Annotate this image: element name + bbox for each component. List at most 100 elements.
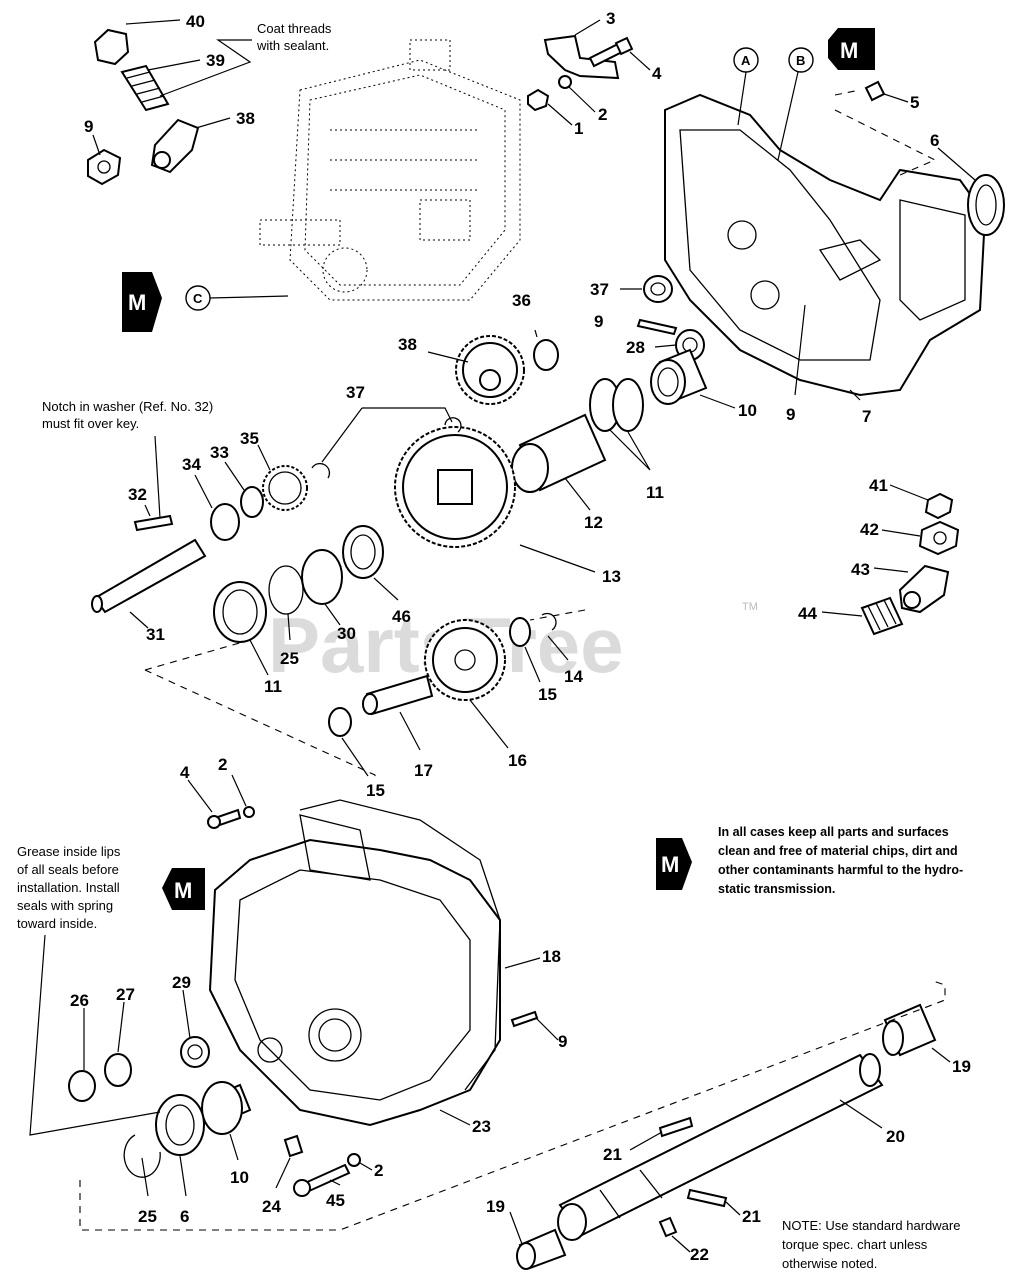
svg-text:Coat threads: Coat threads (257, 21, 332, 36)
svg-text:13: 13 (602, 567, 621, 586)
callout-circle-c: C (185, 285, 289, 311)
svg-text:2: 2 (374, 1161, 383, 1180)
svg-text:seals with spring: seals with spring (17, 898, 113, 913)
ring-11-b (612, 378, 644, 432)
svg-text:6: 6 (930, 131, 939, 150)
svg-text:20: 20 (886, 1127, 905, 1146)
svg-text:23: 23 (472, 1117, 491, 1136)
note-keep-clean: In all cases keep all parts and surfaces… (718, 825, 963, 896)
svg-text:31: 31 (146, 625, 165, 644)
callout-circle-b: B (777, 47, 814, 161)
key-21-a (658, 1116, 694, 1138)
svg-text:18: 18 (542, 947, 561, 966)
fitting-43 (898, 564, 950, 614)
svg-text:otherwise noted.: otherwise noted. (782, 1256, 877, 1271)
seal-6-lower (155, 1094, 205, 1156)
pin-9-lower (510, 1010, 539, 1028)
washer-33 (240, 486, 264, 518)
svg-text:9: 9 (84, 117, 93, 136)
marker-m-left: M (122, 272, 162, 332)
snap-ring-25-lower (123, 1134, 161, 1178)
svg-text:3: 3 (606, 9, 615, 28)
svg-text:37: 37 (590, 280, 609, 299)
bolt-45 (293, 1163, 351, 1197)
bearing-10-top (650, 348, 708, 405)
svg-text:17: 17 (414, 761, 433, 780)
svg-text:45: 45 (326, 1191, 345, 1210)
marker-m-note: M (656, 838, 692, 890)
sleeve-19-right (882, 1003, 937, 1057)
bearing-37 (643, 275, 673, 303)
svg-text:other contaminants harmful to: other contaminants harmful to the hydro- (718, 863, 963, 877)
callout-numbers: 3 4 2 1 5 6 40 39 38 9 37 9 28 10 9 7 36… (70, 9, 976, 1264)
note-coat-threads: Coat threads with sealant. (159, 21, 332, 97)
washer-32 (210, 503, 240, 541)
trademark: TM (742, 601, 758, 613)
svg-text:30: 30 (337, 624, 356, 643)
svg-text:In all cases keep all parts an: In all cases keep all parts and surfaces (718, 825, 949, 839)
seal-26 (68, 1070, 96, 1102)
case-half-7 (664, 93, 987, 397)
svg-text:Grease inside lips: Grease inside lips (17, 844, 121, 859)
washer-33-top (533, 339, 559, 371)
svg-text:11: 11 (264, 677, 282, 696)
svg-text:33: 33 (210, 443, 229, 462)
washer-15-a (509, 617, 531, 647)
svg-text:43: 43 (851, 560, 870, 579)
svg-text:9: 9 (558, 1032, 567, 1051)
svg-text:C: C (193, 291, 203, 306)
svg-text:9: 9 (786, 405, 795, 424)
fitting-8-nut (87, 148, 122, 186)
svg-text:34: 34 (182, 455, 201, 474)
svg-text:21: 21 (742, 1207, 761, 1226)
fitting-40-nut (93, 28, 130, 66)
sleeve-19-left (516, 1228, 567, 1270)
svg-text:28: 28 (626, 338, 645, 357)
fitting-38-elbow (150, 118, 200, 174)
fitting-44 (860, 596, 904, 636)
gear-13 (394, 426, 516, 548)
svg-text:19: 19 (952, 1057, 971, 1076)
svg-text:2: 2 (218, 755, 227, 774)
gasket-18 (299, 799, 501, 1091)
svg-text:46: 46 (392, 607, 411, 626)
washer-2-lower (243, 806, 255, 818)
svg-text:clean and free of material chi: clean and free of material chips, dirt a… (718, 844, 958, 858)
key-31 (133, 514, 174, 532)
svg-text:38: 38 (398, 335, 417, 354)
bolt-4 (588, 36, 634, 68)
gear-34 (262, 465, 308, 511)
dashed-guide-top (834, 89, 937, 176)
seal-46 (342, 525, 384, 579)
gear-16 (424, 619, 506, 701)
grease-fitting-22 (658, 1216, 678, 1238)
washer-15-b (328, 707, 352, 737)
svg-text:M: M (174, 878, 192, 903)
svg-text:2: 2 (598, 105, 607, 124)
svg-text:must fit over key.: must fit over key. (42, 416, 139, 431)
svg-text:with sealant.: with sealant. (256, 38, 329, 53)
shaft-30 (91, 538, 207, 614)
note-grease-seals: Grease inside lips of all seals before i… (17, 844, 161, 1136)
fitting-42 (918, 520, 960, 556)
washer-2-bottom (347, 1153, 361, 1167)
svg-text:installation. Install: installation. Install (17, 880, 120, 895)
svg-text:5: 5 (910, 93, 919, 112)
hydrostatic-unit-ghost (259, 39, 521, 301)
washer-2-top (558, 75, 572, 89)
svg-text:24: 24 (262, 1197, 281, 1216)
marker-m-top-right: M (828, 28, 875, 70)
snap-ring-14 (541, 612, 557, 631)
svg-text:14: 14 (564, 667, 583, 686)
callout-circle-a: A (733, 47, 759, 126)
axle-20 (557, 1053, 884, 1241)
svg-text:32: 32 (128, 485, 147, 504)
ring-29 (301, 549, 343, 605)
svg-text:1: 1 (574, 119, 583, 138)
dashed-guide-lower (144, 609, 586, 778)
bearing-10-lower (201, 1081, 252, 1135)
svg-text:37: 37 (346, 383, 365, 402)
bearing-27 (104, 1053, 132, 1087)
svg-text:M: M (661, 852, 679, 877)
